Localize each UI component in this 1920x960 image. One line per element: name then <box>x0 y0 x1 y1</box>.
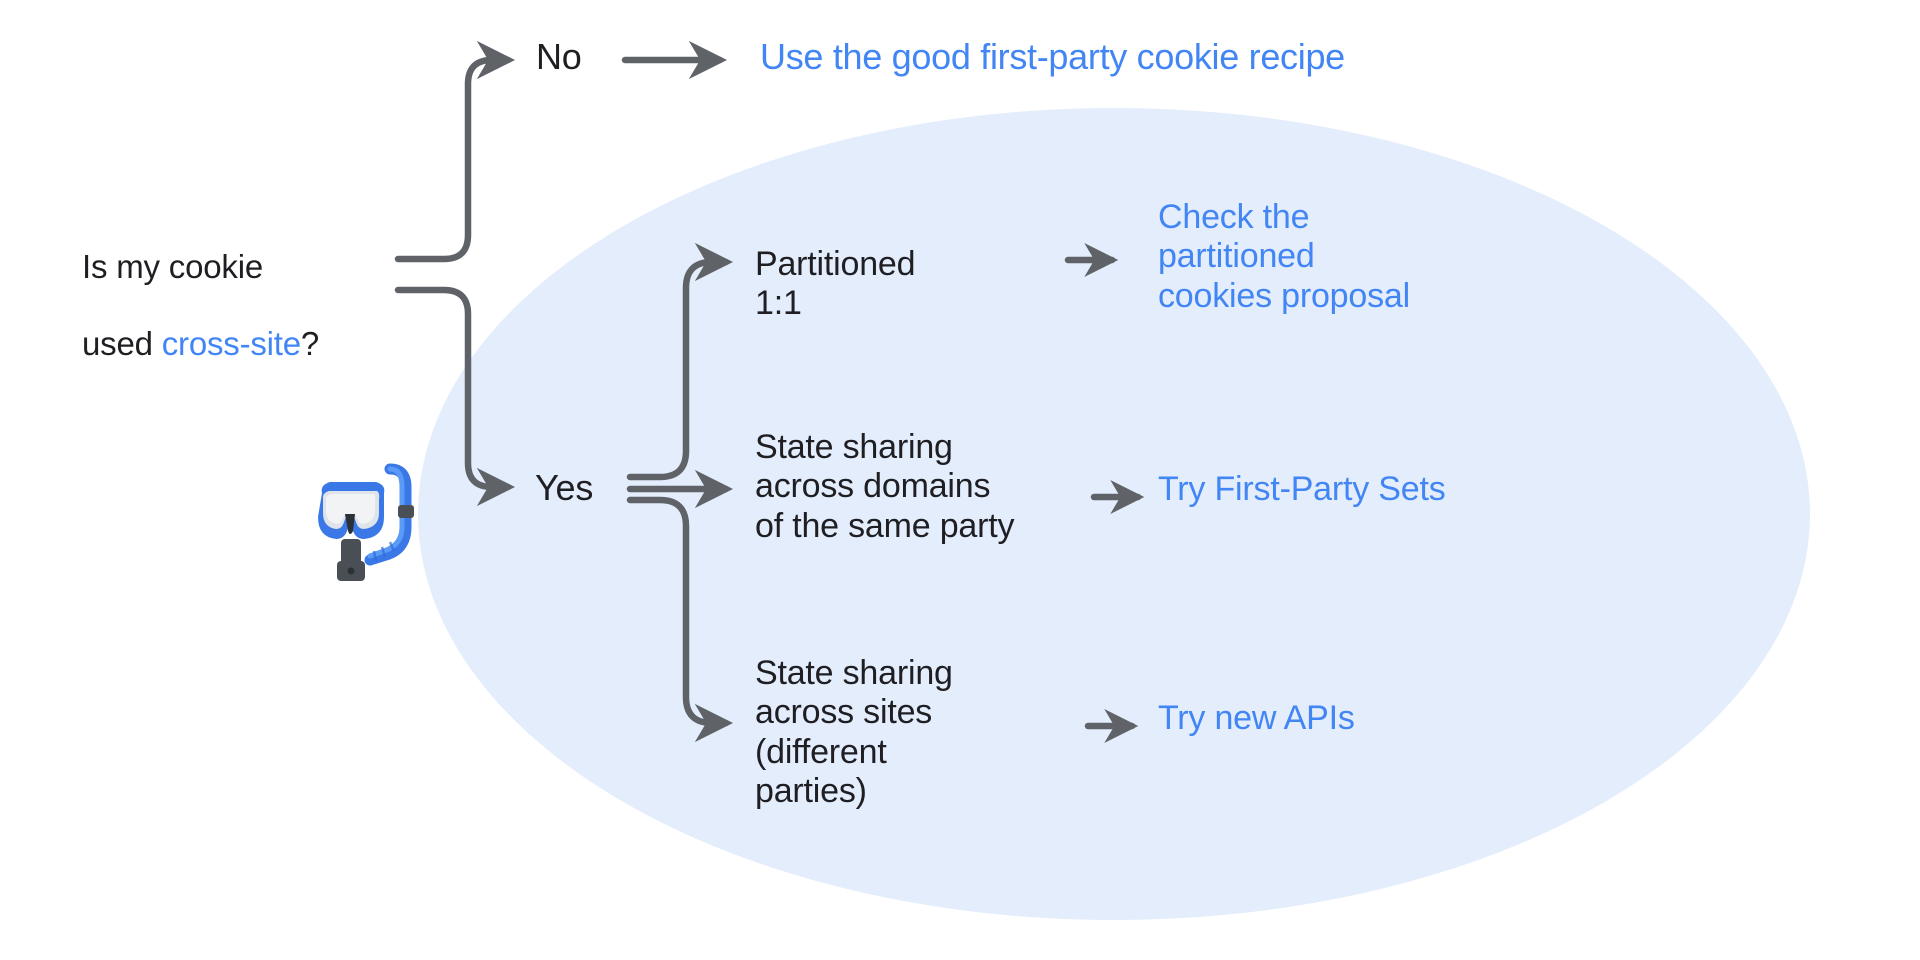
connector-yes-to-partitioned <box>626 242 734 481</box>
question-line-2: used <box>82 324 162 362</box>
result-first-party-recipe[interactable]: Use the good first-party cookie recipe <box>760 36 1345 77</box>
result-partitioned-cookies-proposal[interactable]: Check the partitioned cookies proposal <box>1158 198 1410 315</box>
connector-yes-to-state-sites <box>626 496 734 743</box>
condition-partitioned-1-1: Partitioned 1:1 <box>755 245 916 323</box>
connector-question-to-yes <box>394 286 516 507</box>
question-line-1: Is my cookie <box>82 248 263 286</box>
result-try-new-apis[interactable]: Try new APIs <box>1158 699 1355 737</box>
question-suffix: ? <box>300 324 320 362</box>
branch-label-yes: Yes <box>535 467 594 508</box>
diving-mask-snorkel-icon <box>318 463 414 581</box>
condition-state-sharing-sites: State sharing across sites (different pa… <box>755 654 953 811</box>
branch-label-no: No <box>536 36 582 77</box>
condition-state-sharing-domains: State sharing across domains of the same… <box>755 428 1015 545</box>
result-first-party-sets[interactable]: Try First-Party Sets <box>1158 470 1446 508</box>
question-node: Is my cookie used cross-site? <box>82 210 352 363</box>
connector-question-to-no <box>394 40 516 263</box>
cross-site-link[interactable]: cross-site <box>161 324 301 362</box>
